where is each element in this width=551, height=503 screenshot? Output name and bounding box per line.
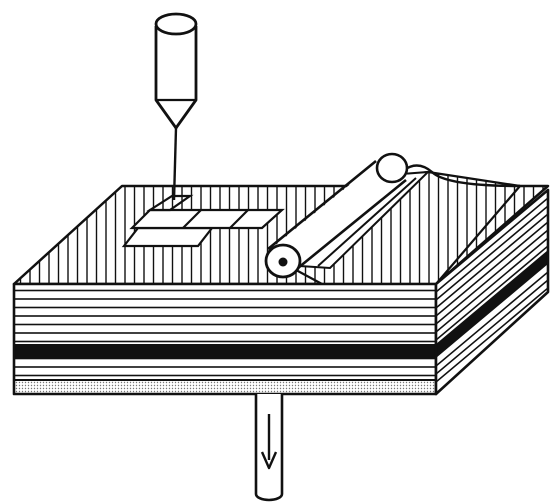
laser-head-icon <box>154 12 198 130</box>
roller-icon <box>264 152 409 279</box>
laminate-front-face <box>12 282 438 396</box>
laser-beam <box>172 127 178 201</box>
arrow-down-icon <box>260 414 278 470</box>
cut-contour <box>121 194 285 248</box>
